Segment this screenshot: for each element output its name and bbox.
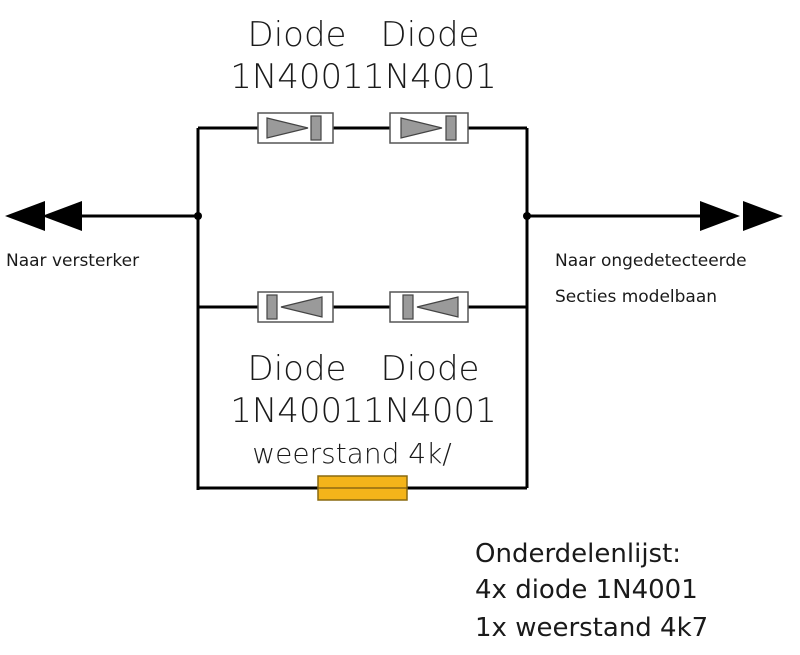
wiring: [60, 126, 700, 490]
parts-list-title: Onderdelenlijst:: [475, 539, 681, 569]
diode-bottom-left-label-1: Diode: [248, 349, 347, 389]
diode-top-left-label-2: 1N4001: [230, 57, 364, 97]
diode-bottom-right-label-1: Diode: [381, 349, 480, 389]
left-output-label: Naar versterker: [6, 251, 139, 271]
diode-bottom-left: [257, 291, 334, 323]
diode-top-left-label-1: Diode: [248, 15, 347, 55]
diode-top-right-label-2: 1N4001: [363, 57, 497, 97]
diode-bottom-right: [389, 291, 469, 323]
right-arrow-icon: [700, 201, 783, 231]
right-output-label-2: Secties modelbaan: [555, 287, 717, 307]
left-junction-dot: [194, 212, 202, 220]
diode-bottom-left-label-2: 1N4001: [230, 391, 364, 431]
diode-top-right: [389, 112, 469, 144]
resistor: [317, 475, 408, 501]
diode-bottom-right-label-2: 1N4001: [363, 391, 497, 431]
parts-list-line-2: 1x weerstand 4k7: [475, 613, 708, 643]
diode-top-right-label-1: Diode: [381, 15, 480, 55]
left-arrow-icon: [5, 201, 82, 231]
right-output-label-1: Naar ongedetecteerde: [555, 251, 747, 271]
right-junction-dot: [523, 212, 531, 220]
resistor-label: weerstand 4k/: [252, 437, 451, 470]
diode-top-left: [257, 112, 334, 144]
parts-list-line-1: 4x diode 1N4001: [475, 575, 698, 605]
